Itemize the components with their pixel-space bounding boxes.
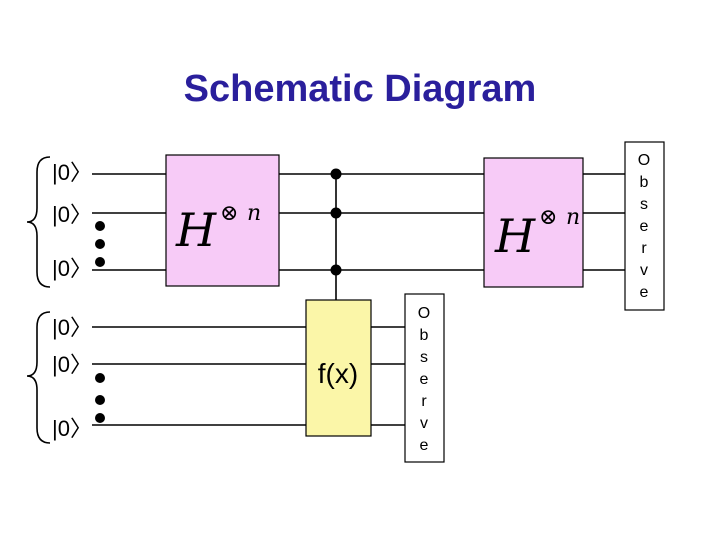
bottom-register-brace: [26, 311, 51, 444]
ellipsis-dot-bottom-1: [95, 373, 105, 383]
observe-box-middle: O b s e r v e: [404, 293, 445, 463]
ellipsis-dot-top-1: [95, 221, 105, 231]
control-dot-3: [330, 264, 342, 276]
observe-right-letter: e: [640, 218, 649, 235]
hadamard-left-tensor: ⊗: [220, 201, 238, 226]
ket-bottom-2: |0〉: [52, 352, 92, 377]
observe-right-letter: s: [640, 196, 648, 213]
observe-right-letter: e: [640, 284, 649, 301]
ellipsis-dot-top-2: [95, 239, 105, 249]
oracle-gate: f(x): [305, 299, 372, 437]
hadamard-right-exponent: n: [566, 205, 580, 230]
observe-box-right: O b s e r v e: [624, 141, 665, 311]
observe-right-letter: O: [638, 152, 650, 169]
ket-top-1: |0〉: [52, 160, 92, 185]
control-dot-1: [330, 168, 342, 180]
observe-middle-letter: e: [420, 437, 429, 454]
observe-right-letter: v: [640, 262, 648, 279]
observe-middle-letter: r: [421, 393, 427, 410]
ellipsis-dot-bottom-2: [95, 395, 105, 405]
hadamard-gate-left: H ⊗ n: [165, 154, 280, 287]
top-register-brace: [26, 156, 51, 288]
hadamard-left-symbol: H: [175, 203, 217, 257]
hadamard-right-symbol: H: [494, 209, 536, 263]
diagram-title: Schematic Diagram: [183, 68, 537, 110]
oracle-label: f(x): [318, 358, 358, 389]
observe-middle-letter: e: [420, 371, 429, 388]
hadamard-right-tensor: ⊗: [539, 205, 557, 230]
observe-middle-letter: s: [420, 349, 428, 366]
observe-middle-letter: b: [420, 327, 429, 344]
hadamard-gate-right: H ⊗ n: [483, 157, 584, 288]
ellipsis-dot-bottom-3: [95, 413, 105, 423]
observe-right-letter: b: [640, 174, 649, 191]
observe-middle-letter: v: [420, 415, 428, 432]
control-dot-2: [330, 207, 342, 219]
observe-middle-letter: O: [418, 305, 430, 322]
ket-top-2: |0〉: [52, 202, 92, 227]
ellipsis-dot-top-3: [95, 257, 105, 267]
ket-top-3: |0〉: [52, 256, 92, 281]
ket-bottom-1: |0〉: [52, 315, 92, 340]
ket-bottom-3: |0〉: [52, 416, 92, 441]
hadamard-left-exponent: n: [247, 201, 261, 226]
observe-right-letter: r: [641, 240, 647, 257]
